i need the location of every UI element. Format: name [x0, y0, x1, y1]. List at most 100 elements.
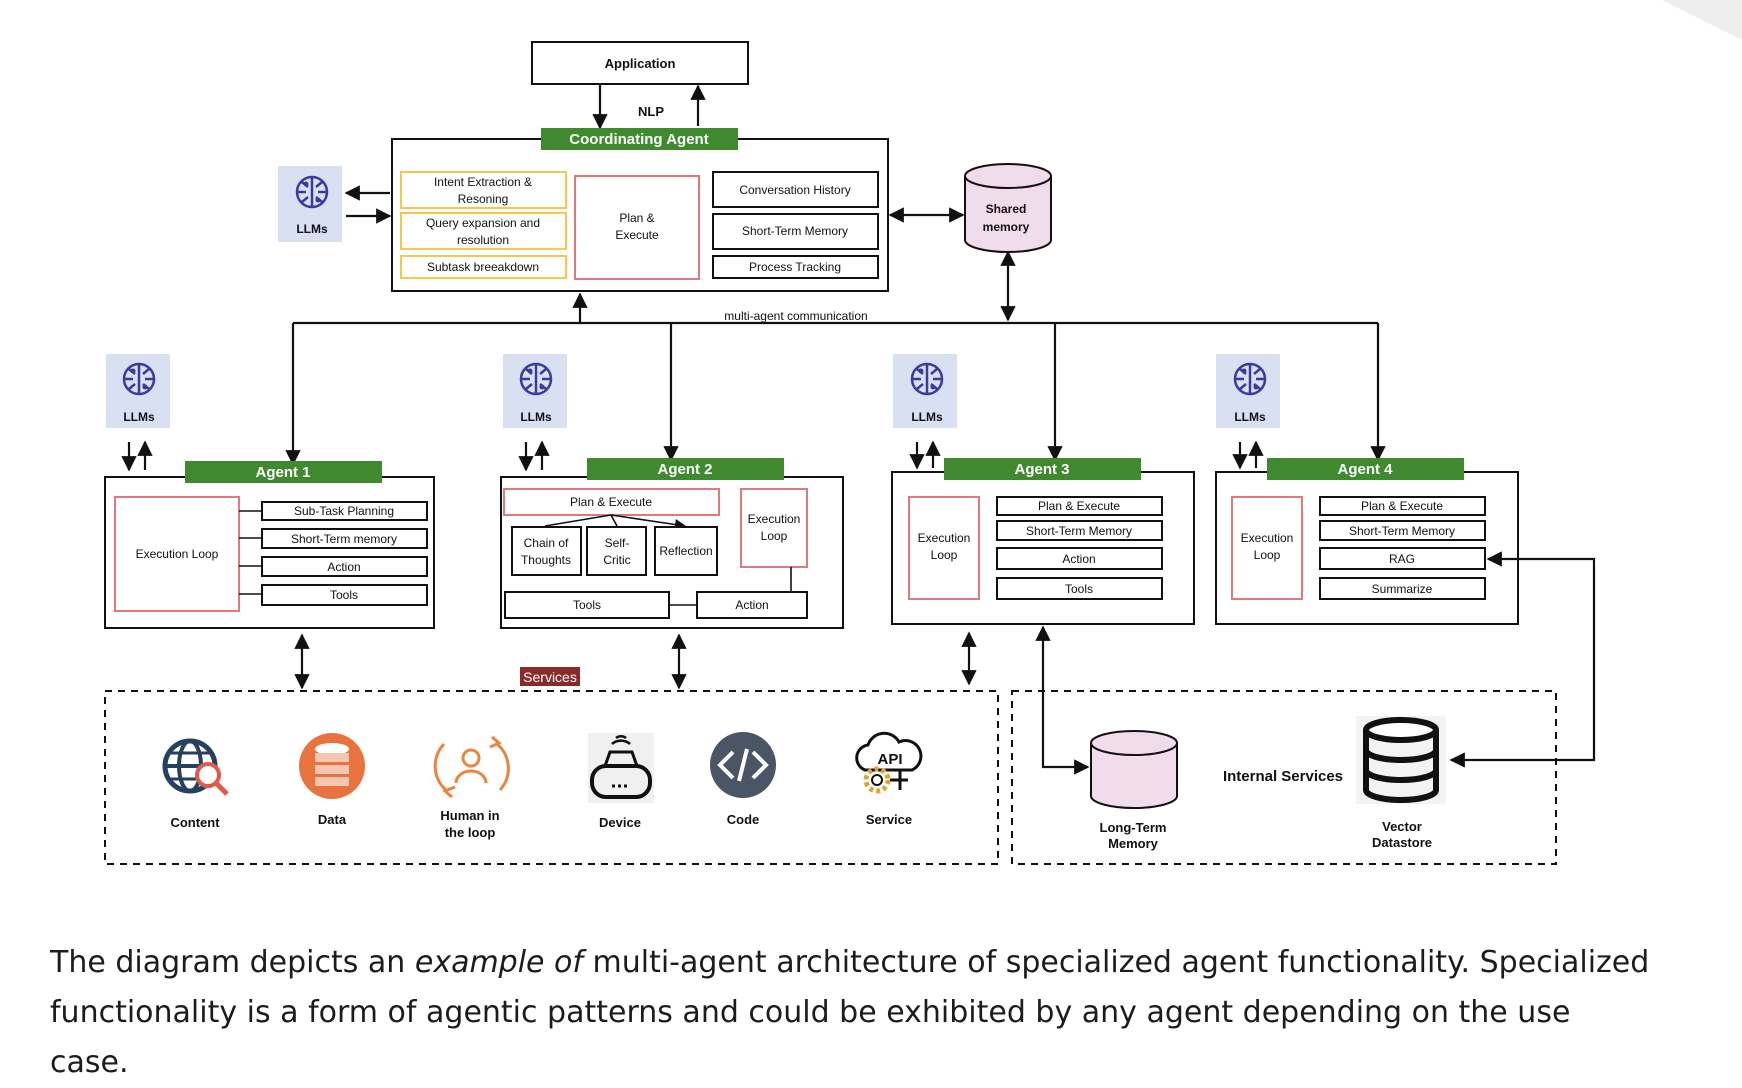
agent1-connectors [239, 510, 262, 595]
agent4-title: Agent 4 [1337, 461, 1393, 478]
agent3-item: Action [1062, 552, 1095, 566]
agent3-header [944, 458, 1141, 480]
data-label: Data [318, 812, 347, 827]
agent4-item: Plan & Execute [1361, 499, 1443, 513]
agent1-execution-loop-label: Execution Loop [136, 547, 219, 561]
intent-line1: Intent Extraction & [434, 175, 532, 189]
agent3-long-term-memory-arrow [1035, 625, 1090, 775]
agent3-exec-line1: Execution [918, 531, 971, 545]
application-label: Application [605, 56, 676, 71]
agent3-llms-tile [893, 354, 957, 428]
brain-icon [910, 362, 944, 396]
agent1-item: Sub-Task Planning [294, 504, 394, 518]
agent4-exec-line2: Loop [1254, 548, 1281, 562]
agent2-plan-branches [544, 514, 685, 526]
intent-extraction-box [400, 171, 567, 209]
agent1-item: Short-Term memory [291, 532, 397, 546]
agent3-item: Short-Term Memory [1026, 524, 1132, 538]
caption-italic: example of [414, 945, 583, 980]
application-box [531, 41, 749, 85]
rag-vector-datastore-arrow [1449, 551, 1596, 768]
coordinator-llms-label: LLMs [296, 222, 328, 236]
brain-icon [1233, 362, 1267, 396]
agent1-header [185, 461, 382, 483]
brain-icon [295, 175, 329, 209]
agent4-llms-tile [1216, 354, 1280, 428]
code-icon [710, 732, 776, 798]
agent2-chain-line2: Thoughts [521, 553, 571, 567]
nlp-label: NLP [638, 104, 664, 119]
process-tracking-label: Process Tracking [749, 260, 841, 274]
plan-line2: Execute [615, 228, 659, 242]
agent1-llms-label: LLMs [123, 410, 155, 424]
agent3-llms-label: LLMs [911, 410, 943, 424]
shared-memory-line1: Shared [986, 202, 1027, 216]
agent1-execution-loop-box [114, 496, 240, 612]
query-line2: resolution [457, 233, 509, 247]
agent3-item-box [996, 577, 1163, 600]
services-label: Services [523, 669, 577, 685]
conversation-history-label: Conversation History [739, 183, 850, 197]
vector-datastore-icon [1356, 716, 1446, 804]
agent3-item: Tools [1065, 582, 1093, 596]
device-icon [588, 733, 654, 803]
agent2-chain-line1: Chain of [524, 536, 569, 550]
agent2-exec-line2: Loop [761, 529, 788, 543]
intent-line2: Resoning [458, 192, 509, 206]
services-badge [520, 667, 580, 686]
agent2-chain-box [511, 526, 582, 576]
ltm-line1: Long-Term [1100, 820, 1167, 835]
agent2-plan-execute-box [503, 488, 720, 516]
agent4-execution-loop-box [1231, 496, 1303, 600]
conversation-history-box [712, 171, 879, 208]
agent3-exec-line2: Loop [931, 548, 958, 562]
shared-memory-line2: memory [983, 220, 1030, 234]
agent2-self-line2: Critic [603, 553, 630, 567]
agent3-title: Agent 3 [1014, 461, 1069, 478]
agent4-exec-line1: Execution [1241, 531, 1294, 545]
brain-icon [122, 362, 156, 396]
agent3-execution-loop-box [908, 496, 980, 600]
human-line2: the loop [445, 825, 496, 840]
service-label: Service [866, 812, 912, 827]
agent1-item-box [261, 584, 428, 606]
agent1-title: Agent 1 [255, 464, 310, 481]
agent2-reflection-box [654, 526, 718, 576]
agent1-item-box [261, 528, 428, 549]
agent2-llms-label: LLMs [520, 410, 552, 424]
agent4-header [1267, 458, 1464, 480]
caption-part1: The diagram depicts an [50, 945, 415, 980]
agent4-item: RAG [1389, 552, 1415, 566]
agent4-item: Short-Term Memory [1349, 524, 1455, 538]
coordinating-agent-title: Coordinating Agent [569, 131, 708, 148]
ltm-line2: Memory [1108, 836, 1159, 851]
api-label: API [877, 751, 902, 768]
internal-services-label: Internal Services [1223, 768, 1343, 785]
page-corner-decoration [1662, 0, 1742, 40]
agent1-item-box [261, 556, 428, 577]
plan-line1: Plan & [619, 211, 654, 225]
code-label: Code [727, 812, 760, 827]
agent4-item-box [1319, 520, 1486, 541]
multi-agent-architecture-diagram: Application NLP Coordinating Agent Inten… [104, 41, 1596, 865]
agent2-action-box [696, 591, 808, 619]
agent2-action-label: Action [735, 598, 768, 612]
multi-agent-communication-label: multi-agent communication [724, 309, 867, 323]
globe-search-icon [162, 738, 229, 796]
agent2-exec-line1: Execution [748, 512, 801, 526]
query-expansion-box [400, 212, 567, 250]
agent3-item-box [996, 547, 1163, 570]
long-term-memory-cylinder [1090, 743, 1178, 809]
short-term-memory-label: Short-Term Memory [742, 224, 848, 238]
agent3-item-box [996, 496, 1163, 516]
coordinating-agent-header [541, 128, 738, 150]
caption-part2: multi-agent architecture of specialized … [50, 945, 1650, 1080]
internal-services-container [1011, 690, 1557, 865]
agent2-title: Agent 2 [657, 461, 712, 478]
agent1-item: Action [327, 560, 360, 574]
long-term-memory-top [1090, 730, 1178, 756]
agent4-llms-label: LLMs [1234, 410, 1266, 424]
agent1-item-box [261, 501, 428, 521]
agent2-header [587, 458, 784, 480]
agent1-item: Tools [330, 588, 358, 602]
